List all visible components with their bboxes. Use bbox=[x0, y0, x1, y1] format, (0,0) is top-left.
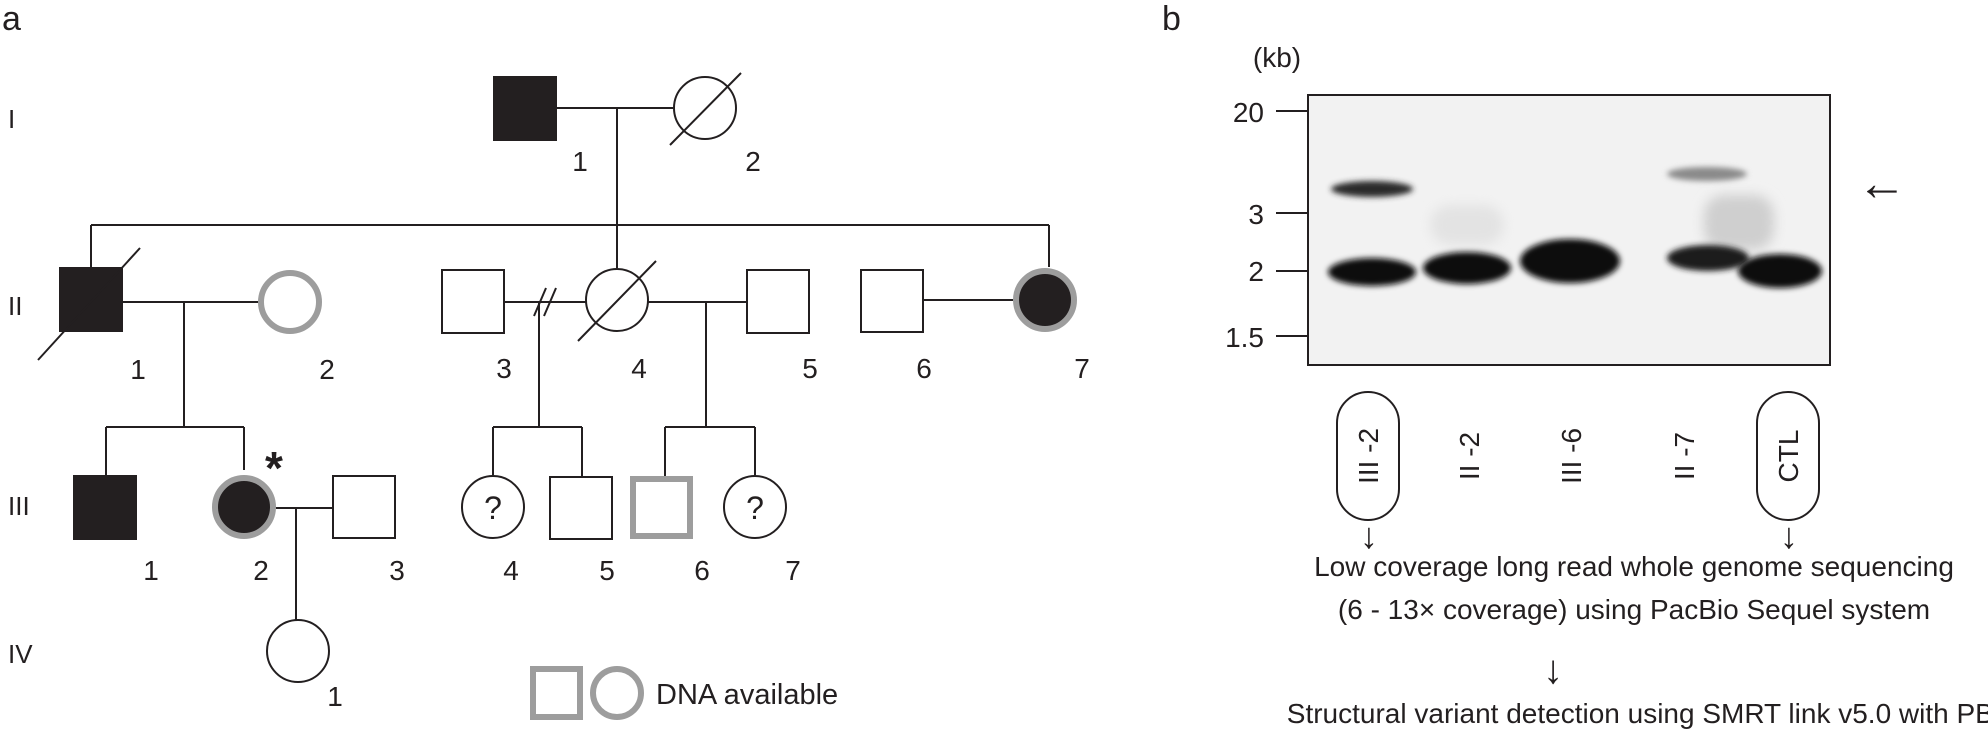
id-II-6: 6 bbox=[916, 353, 932, 384]
structural-variant-text: Structural variant detection using SMRT … bbox=[1287, 698, 1988, 729]
panel-b-label: b bbox=[1162, 0, 1181, 38]
id-III-5: 5 bbox=[599, 555, 615, 586]
band-arrow-icon: ← bbox=[1857, 155, 1907, 211]
individual-II-3-male bbox=[441, 269, 505, 334]
down-arrow-icon-III-2: ↓ bbox=[1360, 515, 1378, 556]
individual-I-1-affected-male bbox=[493, 76, 557, 141]
individual-II-7-affected-female-dna-available bbox=[1013, 268, 1077, 332]
size-marker-3: 3 bbox=[1248, 199, 1264, 230]
id-III-3: 3 bbox=[389, 555, 405, 586]
individual-IV-1-female bbox=[266, 619, 330, 683]
lane-label-CTL: CTL bbox=[1773, 430, 1804, 483]
dna-available-legend: DNA available bbox=[530, 666, 838, 720]
lane-III-2-box bbox=[1336, 391, 1400, 521]
legend-square-icon bbox=[530, 666, 583, 720]
individual-III-1-affected-male bbox=[73, 475, 137, 540]
individual-III-4-female-unknown bbox=[461, 475, 525, 539]
generation-label-IV: IV bbox=[8, 639, 33, 669]
id-III-1: 1 bbox=[143, 555, 159, 586]
lane-label-III-6: III -6 bbox=[1556, 428, 1587, 484]
down-arrow-icon-CTL: ↓ bbox=[1780, 515, 1798, 556]
id-II-4: 4 bbox=[631, 353, 647, 384]
id-III-4: 4 bbox=[503, 555, 519, 586]
individual-II-2-female-dna-available bbox=[258, 270, 322, 334]
legend-text: DNA available bbox=[656, 679, 838, 711]
sequencing-text-line2: (6 - 13× coverage) using PacBio Sequel s… bbox=[1338, 594, 1930, 625]
generation-label-III: III bbox=[8, 491, 30, 521]
individual-II-6-male bbox=[860, 269, 924, 333]
id-II-3: 3 bbox=[496, 353, 512, 384]
lane-label-II-7: II -7 bbox=[1669, 432, 1700, 480]
id-I-2: 2 bbox=[745, 146, 761, 177]
size-marker-1.5: 1.5 bbox=[1225, 322, 1264, 353]
id-II-2: 2 bbox=[319, 354, 335, 385]
individual-III-7-female-unknown bbox=[723, 475, 787, 539]
id-IV-1: 1 bbox=[327, 681, 343, 712]
generation-label-I: I bbox=[8, 104, 15, 134]
individual-III-3-male bbox=[332, 475, 396, 539]
lane-label-II-2: II -2 bbox=[1454, 432, 1485, 480]
sequencing-text-line1: Low coverage long read whole genome sequ… bbox=[1314, 551, 1954, 582]
id-III-7: 7 bbox=[785, 555, 801, 586]
size-marker-2: 2 bbox=[1248, 256, 1264, 287]
unknown-mark-III-4: ? bbox=[484, 490, 502, 526]
individual-III-6-male-dna-available bbox=[630, 476, 693, 539]
id-II-7: 7 bbox=[1074, 353, 1090, 384]
individual-III-2-proband-affected-female-dna-available bbox=[212, 475, 276, 539]
lane-label-III-2: III -2 bbox=[1353, 428, 1384, 484]
individual-III-5-male bbox=[549, 476, 613, 540]
individual-II-5-male bbox=[746, 269, 810, 334]
legend-circle-icon bbox=[590, 666, 644, 720]
size-marker-20: 20 bbox=[1233, 97, 1264, 128]
kb-unit-label: (kb) bbox=[1253, 42, 1301, 73]
gel-image bbox=[1307, 94, 1831, 366]
id-I-1: 1 bbox=[572, 146, 588, 177]
down-arrow-icon-center: ↓ bbox=[1543, 648, 1563, 692]
size-marker-ticks bbox=[1276, 110, 1308, 337]
pedigree-lines bbox=[90, 107, 1050, 620]
id-III-2: 2 bbox=[253, 555, 269, 586]
lane-CTL-box bbox=[1756, 391, 1820, 521]
generation-label-II: II bbox=[8, 291, 22, 321]
id-II-5: 5 bbox=[802, 353, 818, 384]
unknown-mark-III-7: ? bbox=[746, 490, 764, 526]
id-II-1: 1 bbox=[130, 354, 146, 385]
panel-a-label: a bbox=[2, 0, 21, 38]
proband-asterisk: * bbox=[265, 442, 283, 494]
id-III-6: 6 bbox=[694, 555, 710, 586]
